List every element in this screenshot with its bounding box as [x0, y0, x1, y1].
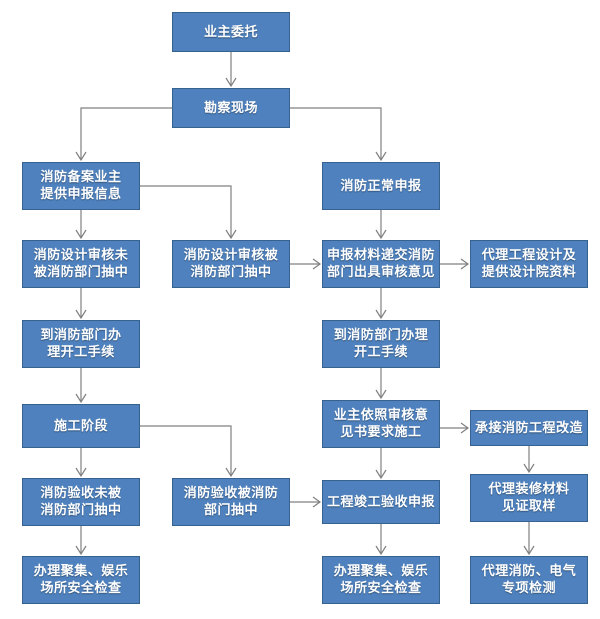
- node-safety-check-middle[interactable]: 办理聚集、娱乐 场所安全检查: [322, 556, 440, 604]
- node-label: 业主依照审核意 见书要求施工: [333, 408, 429, 440]
- node-label: 勘察现场: [203, 100, 258, 116]
- node-agent-fire-electrical-test[interactable]: 代理消防、电气 专项检测: [470, 556, 588, 604]
- node-start-work-left[interactable]: 到消防部门办 理开工手续: [22, 320, 140, 368]
- edge-submit-materials-opinion-to-start-work-right: [375, 288, 387, 320]
- node-label: 到消防部门办 理开工手续: [40, 328, 122, 360]
- node-safety-check-left[interactable]: 办理聚集、娱乐 场所安全检查: [22, 556, 140, 604]
- node-label: 办理聚集、娱乐 场所安全检查: [333, 564, 429, 596]
- edge-design-review-not-picked-to-start-work-left: [75, 288, 87, 320]
- node-label: 承接消防工程改造: [475, 420, 584, 436]
- node-fire-normal-application[interactable]: 消防正常申报: [322, 162, 440, 210]
- node-label: 施工阶段: [53, 418, 108, 434]
- edge-design-review-picked-to-submit-materials-opinion: [290, 258, 322, 270]
- edge-construction-stage-to-acceptance-picked: [140, 425, 237, 478]
- edge-undertake-fire-retrofit-to-agent-material-sampling: [523, 446, 535, 474]
- node-agent-material-sampling[interactable]: 代理装修材料 见证取样: [470, 474, 588, 522]
- node-site-survey[interactable]: 勘察现场: [172, 88, 290, 128]
- node-acceptance-picked[interactable]: 消防验收被消防 部门抽中: [172, 478, 290, 526]
- edge-acceptance-not-picked-to-safety-check-left: [75, 526, 87, 556]
- node-label: 到消防部门办理 开工手续: [333, 328, 429, 360]
- node-design-review-not-picked[interactable]: 消防设计审核未 被消防部门抽中: [22, 240, 140, 288]
- edge-acceptance-picked-to-completion-acceptance-app: [290, 496, 322, 508]
- node-label: 申报材料递交消防 部门出具审核意见: [327, 248, 436, 280]
- node-completion-acceptance-app[interactable]: 工程竣工验收申报: [322, 480, 440, 524]
- node-label: 工程竣工验收申报: [327, 494, 436, 510]
- node-label: 代理装修材料 见证取样: [488, 482, 570, 514]
- node-label: 消防备案业主 提供申报信息: [40, 170, 122, 202]
- node-label: 消防验收未被 消防部门抽中: [40, 486, 122, 518]
- edge-owner-commission-to-site-survey: [225, 52, 237, 88]
- node-acceptance-not-picked[interactable]: 消防验收未被 消防部门抽中: [22, 478, 140, 526]
- node-label: 消防设计审核被 消防部门抽中: [183, 248, 279, 280]
- node-label: 业主委托: [203, 24, 258, 40]
- edge-fire-normal-application-to-submit-materials-opinion: [375, 210, 387, 240]
- node-label: 消防正常申报: [340, 178, 422, 194]
- node-fire-record-owner-info[interactable]: 消防备案业主 提供申报信息: [22, 162, 140, 210]
- edge-owner-build-per-opinion-to-undertake-fire-retrofit: [440, 422, 470, 434]
- node-submit-materials-opinion[interactable]: 申报材料递交消防 部门出具审核意见: [322, 240, 440, 288]
- edge-site-survey-to-fire-record-owner-info: [75, 107, 172, 162]
- edge-start-work-right-to-owner-build-per-opinion: [375, 368, 387, 400]
- node-label: 办理聚集、娱乐 场所安全检查: [33, 564, 129, 596]
- edge-start-work-left-to-construction-stage: [75, 368, 87, 404]
- node-construction-stage[interactable]: 施工阶段: [22, 404, 140, 448]
- node-label: 消防验收被消防 部门抽中: [183, 486, 279, 518]
- edge-fire-record-owner-info-to-design-review-not-picked: [75, 210, 87, 240]
- edge-site-survey-to-fire-normal-application: [290, 107, 387, 162]
- edge-agent-material-sampling-to-agent-fire-electrical-test: [523, 522, 535, 556]
- edge-construction-stage-to-acceptance-not-picked: [75, 448, 87, 478]
- node-label: 代理消防、电气 专项检测: [481, 564, 577, 596]
- node-undertake-fire-retrofit[interactable]: 承接消防工程改造: [470, 410, 588, 446]
- node-owner-build-per-opinion[interactable]: 业主依照审核意 见书要求施工: [322, 400, 440, 448]
- edge-completion-acceptance-app-to-safety-check-middle: [375, 524, 387, 556]
- node-owner-commission[interactable]: 业主委托: [172, 12, 290, 52]
- node-agent-design-institute[interactable]: 代理工程设计及 提供设计院资料: [470, 240, 588, 288]
- node-label: 代理工程设计及 提供设计院资料: [481, 248, 577, 280]
- edge-submit-materials-opinion-to-agent-design-institute: [440, 258, 470, 270]
- node-start-work-right[interactable]: 到消防部门办理 开工手续: [322, 320, 440, 368]
- node-label: 消防设计审核未 被消防部门抽中: [33, 248, 129, 280]
- edge-fire-record-owner-info-to-design-review-picked: [140, 185, 237, 240]
- edge-owner-build-per-opinion-to-completion-acceptance-app: [375, 448, 387, 480]
- node-design-review-picked[interactable]: 消防设计审核被 消防部门抽中: [172, 240, 290, 288]
